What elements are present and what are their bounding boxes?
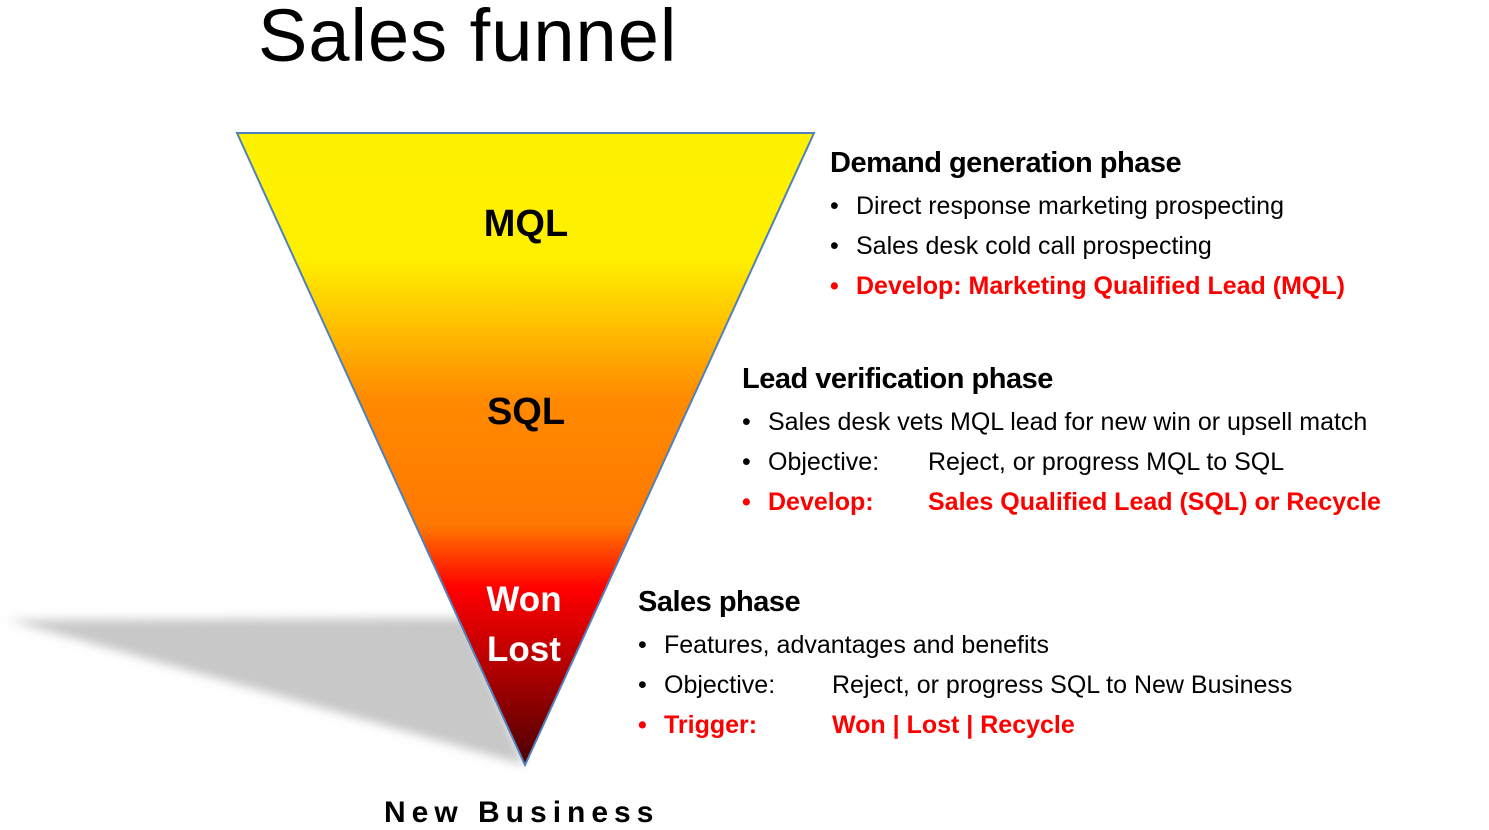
phase-heading: Lead verification phase <box>742 363 1053 395</box>
phase-heading: Demand generation phase <box>830 147 1182 179</box>
bullet-label: Objective: <box>768 448 880 476</box>
bullet: •Sales desk cold call prospecting <box>830 232 1212 260</box>
phase-heading: Sales phase <box>638 586 801 618</box>
stage-won-label: Won <box>486 580 562 619</box>
bullet-text: Won | Lost | Recycle <box>832 711 1075 739</box>
sales-phase: Sales phase •Features, advantages and be… <box>638 585 1292 745</box>
bullet-text: Develop: Marketing Qualified Lead (MQL) <box>856 272 1345 300</box>
bullet: •Features, advantages and benefits <box>638 631 1049 659</box>
stage-mql-label: MQL <box>483 203 569 245</box>
bullet: •Objective:Reject, or progress MQL to SQ… <box>742 442 1381 482</box>
bullet-text: Reject, or progress SQL to New Business <box>832 671 1293 699</box>
stage-sql-label: SQL <box>486 391 566 433</box>
lead-verification-phase: Lead verification phase •Sales desk vets… <box>742 362 1381 522</box>
funnel-shape <box>235 132 816 768</box>
bullet-label: Objective: <box>664 671 776 699</box>
bullet-text: Sales desk cold call prospecting <box>856 232 1212 260</box>
funnel-shadow <box>8 618 525 765</box>
bullet-label: Trigger: <box>664 711 758 739</box>
bullet: •Direct response marketing prospecting <box>830 192 1284 220</box>
bullet-highlight: •Develop: Marketing Qualified Lead (MQL) <box>830 272 1345 300</box>
bullet-text: Reject, or progress MQL to SQL <box>928 448 1285 476</box>
page-title: Sales funnel <box>258 0 678 77</box>
bullet-text: Direct response marketing prospecting <box>856 192 1284 220</box>
bullet-highlight: •Develop:Sales Qualified Lead (SQL) or R… <box>742 482 1381 522</box>
demand-generation-phase: Demand generation phase •Direct response… <box>830 146 1345 306</box>
bullet-text: Sales Qualified Lead (SQL) or Recycle <box>928 488 1381 516</box>
bullet-text: Features, advantages and benefits <box>664 631 1049 659</box>
bullet-highlight: •Trigger:Won | Lost | Recycle <box>638 705 1292 745</box>
bullet: •Objective:Reject, or progress SQL to Ne… <box>638 665 1292 705</box>
bullet: •Sales desk vets MQL lead for new win or… <box>742 408 1368 436</box>
stage-lost-label: Lost <box>487 630 561 669</box>
bullet-text: Sales desk vets MQL lead for new win or … <box>768 408 1368 436</box>
new-business-label: New Business <box>384 796 660 829</box>
bullet-label: Develop: <box>768 488 874 516</box>
